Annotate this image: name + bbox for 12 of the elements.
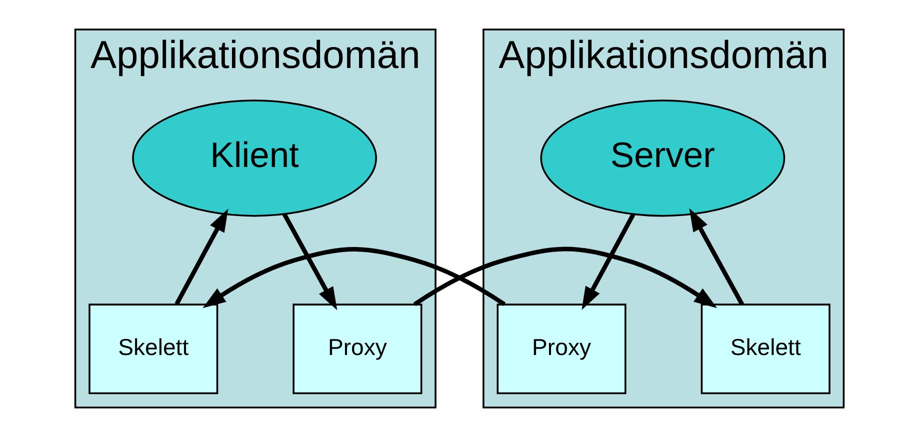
node-box: Proxy — [496, 304, 626, 394]
arrow — [282, 213, 338, 310]
arrow — [202, 247, 506, 308]
node-ellipse: Klient — [132, 100, 377, 217]
node-box: Skelett — [88, 304, 218, 394]
arrow — [582, 214, 636, 310]
arrow — [689, 208, 744, 306]
node-ellipse: Server — [540, 100, 786, 217]
node-box: Skelett — [700, 304, 830, 394]
node-box: Proxy — [292, 304, 422, 394]
arrow — [174, 208, 228, 306]
arrow — [413, 246, 718, 308]
